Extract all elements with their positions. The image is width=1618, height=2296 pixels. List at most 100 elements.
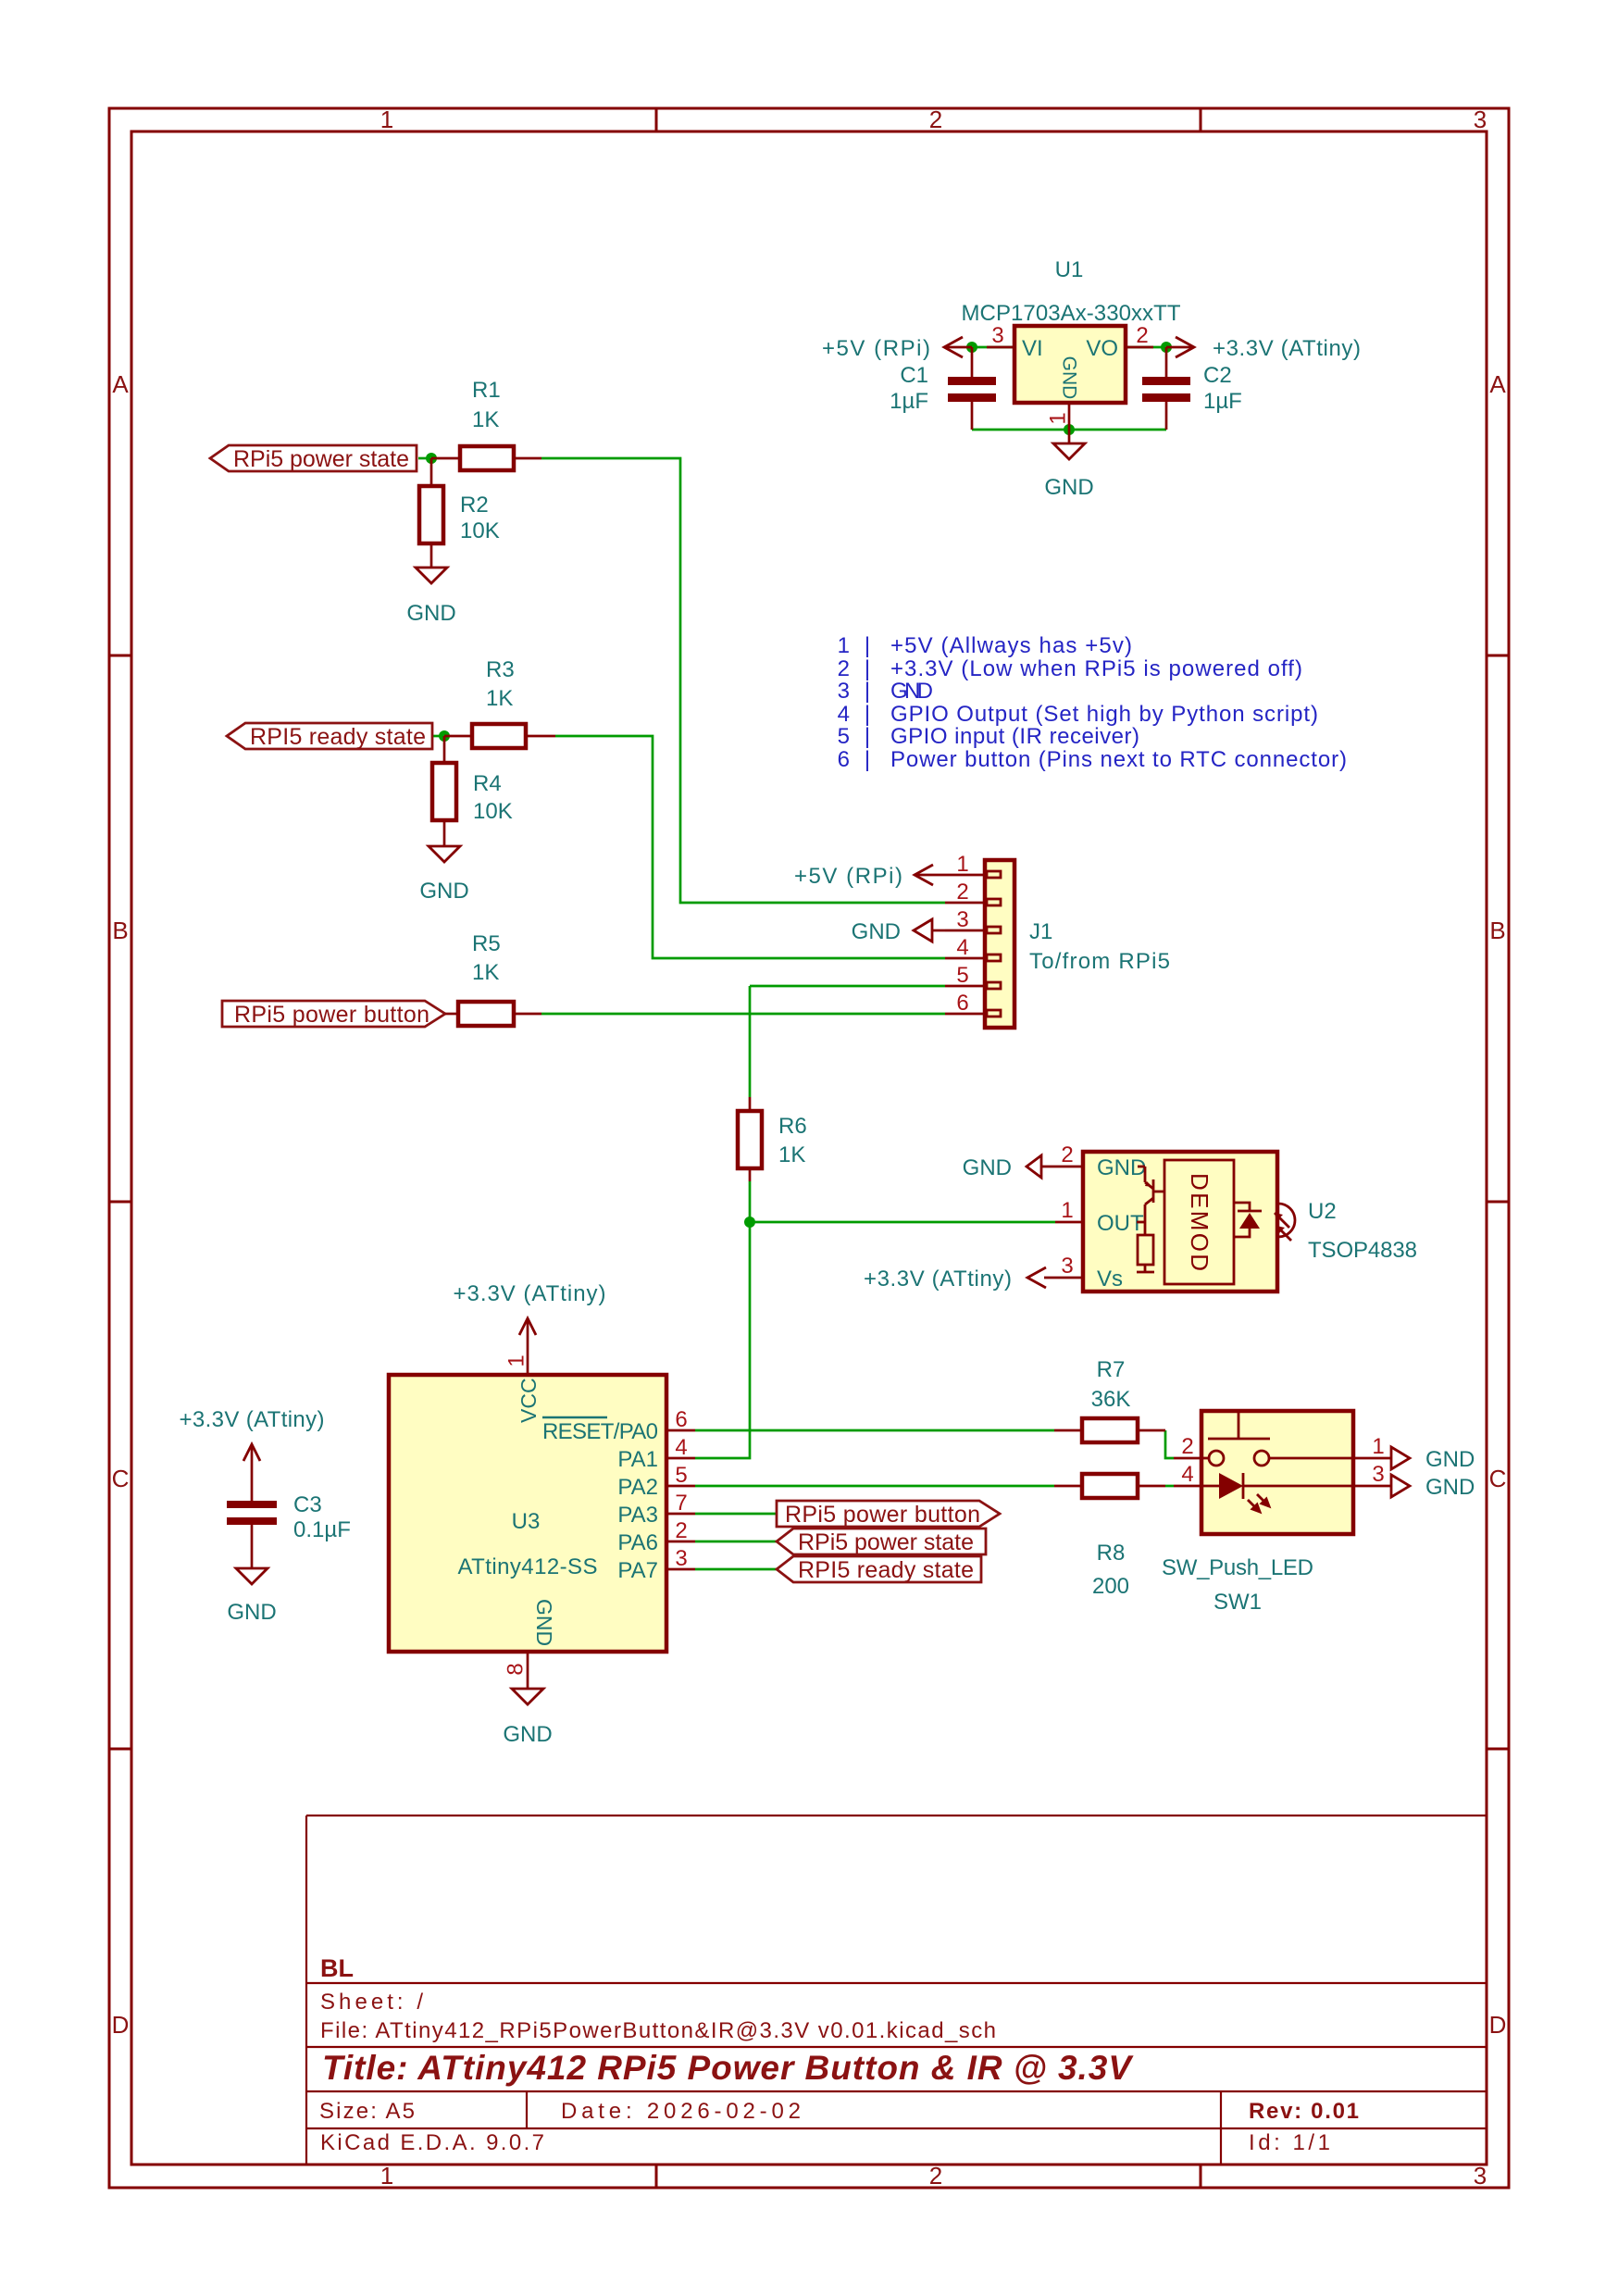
svg-text:|: |	[865, 702, 870, 727]
svg-text:|: |	[865, 724, 870, 749]
svg-text:A: A	[112, 370, 129, 398]
svg-text:3: 3	[1061, 1254, 1073, 1279]
svg-text:2: 2	[1136, 323, 1148, 348]
svg-text:GPIO Output (Set high by Pytho: GPIO Output (Set high by Python script)	[890, 702, 1318, 727]
svg-text:RPi5 power state: RPi5 power state	[233, 446, 409, 472]
svg-text:C: C	[1489, 1465, 1507, 1492]
svg-text:SW1: SW1	[1214, 1590, 1262, 1615]
svg-text:36K: 36K	[1091, 1387, 1131, 1412]
svg-text:1: 1	[1046, 412, 1071, 424]
svg-text:Vs: Vs	[1097, 1267, 1123, 1292]
svg-text:D: D	[112, 2011, 130, 2039]
svg-text:RPI5 ready state: RPI5 ready state	[250, 724, 426, 750]
svg-text:6: 6	[675, 1407, 687, 1432]
svg-text:GND: GND	[1425, 1447, 1475, 1472]
svg-text:8: 8	[504, 1663, 529, 1675]
svg-text:1µF: 1µF	[1203, 389, 1242, 414]
svg-text:2: 2	[956, 880, 968, 905]
svg-text:1K: 1K	[778, 1142, 805, 1167]
svg-text:J1: J1	[1029, 919, 1052, 944]
svg-text:RESET/PA0: RESET/PA0	[542, 1419, 658, 1444]
svg-text:C3: C3	[293, 1492, 322, 1517]
svg-text:3: 3	[1372, 1462, 1384, 1487]
svg-text:3: 3	[1474, 2162, 1487, 2190]
svg-text:RPi5 power state: RPi5 power state	[798, 1529, 974, 1555]
svg-text:1K: 1K	[472, 960, 499, 985]
svg-text:File: ATtiny412_RPi5PowerButto: File: ATtiny412_RPi5PowerButton&IR@3.3V …	[320, 2018, 996, 2043]
svg-text:R2: R2	[460, 493, 489, 518]
svg-text:1: 1	[838, 633, 850, 658]
svg-text:OUT: OUT	[1097, 1211, 1144, 1236]
svg-text:TSOP4838: TSOP4838	[1308, 1238, 1417, 1263]
svg-text:10K: 10K	[473, 799, 513, 824]
svg-text:VCC: VCC	[517, 1378, 541, 1423]
svg-text:Size: A5: Size: A5	[319, 2099, 415, 2124]
svg-text:+5V (RPi): +5V (RPi)	[822, 336, 930, 361]
svg-text:|: |	[865, 633, 870, 658]
svg-text:200: 200	[1092, 1574, 1129, 1599]
svg-text:5: 5	[675, 1463, 687, 1488]
svg-text:+3.3V (ATtiny): +3.3V (ATtiny)	[454, 1281, 606, 1306]
svg-text:1µF: 1µF	[890, 389, 928, 414]
svg-text:RPi5 power button: RPi5 power button	[785, 1502, 980, 1528]
svg-text:2: 2	[929, 2162, 942, 2190]
svg-text:3: 3	[991, 323, 1003, 348]
svg-text:R5: R5	[472, 931, 501, 956]
svg-text:+3.3V (ATtiny): +3.3V (ATtiny)	[1213, 336, 1361, 361]
svg-text:GND: GND	[419, 879, 468, 904]
svg-text:Date: 2026-02-02: Date: 2026-02-02	[561, 2099, 801, 2124]
svg-text:R3: R3	[486, 657, 515, 682]
svg-text:GND: GND	[890, 679, 933, 704]
svg-text:+5V (Allways has +5v): +5V (Allways has +5v)	[890, 633, 1132, 658]
svg-text:10K: 10K	[460, 518, 500, 543]
svg-text:GND: GND	[1097, 1155, 1146, 1180]
svg-text:R6: R6	[778, 1114, 807, 1139]
svg-text:R4: R4	[473, 771, 502, 796]
svg-text:MCP1703Ax-330xxTT: MCP1703Ax-330xxTT	[962, 301, 1181, 326]
svg-text:GND: GND	[406, 601, 455, 626]
svg-text:2: 2	[1181, 1434, 1193, 1459]
svg-text:1: 1	[380, 106, 393, 133]
svg-text:Rev: 0.01: Rev: 0.01	[1249, 2099, 1359, 2124]
svg-text:1K: 1K	[472, 407, 499, 432]
svg-text:GND: GND	[963, 1155, 1012, 1180]
svg-text:DEMOD: DEMOD	[1186, 1173, 1214, 1271]
svg-text:PA7: PA7	[617, 1558, 658, 1583]
svg-text:Title: ATtiny412 RPi5 Power Bu: Title: ATtiny412 RPi5 Power Button & IR …	[322, 2049, 1134, 2087]
svg-text:D: D	[1489, 2011, 1507, 2039]
svg-text:6: 6	[956, 991, 968, 1016]
svg-text:2: 2	[929, 106, 942, 133]
svg-text:4: 4	[1181, 1462, 1193, 1487]
svg-text:GND: GND	[503, 1722, 552, 1747]
svg-text:1: 1	[380, 2162, 393, 2190]
svg-text:C2: C2	[1203, 363, 1232, 388]
svg-text:|: |	[865, 679, 870, 704]
svg-text:R7: R7	[1097, 1357, 1126, 1382]
svg-text:GND: GND	[1425, 1475, 1475, 1500]
svg-text:1K: 1K	[486, 686, 513, 711]
svg-text:A: A	[1489, 370, 1506, 398]
svg-text:4: 4	[675, 1435, 687, 1460]
svg-text:GPIO input (IR receiver): GPIO input (IR receiver)	[890, 724, 1139, 749]
svg-text:PA6: PA6	[617, 1530, 658, 1555]
svg-text:0.1µF: 0.1µF	[293, 1517, 351, 1542]
svg-text:PA1: PA1	[617, 1447, 658, 1472]
svg-text:3: 3	[838, 679, 850, 704]
svg-text:GND: GND	[227, 1600, 276, 1625]
svg-text:C: C	[112, 1465, 130, 1492]
svg-text:+5V (RPi): +5V (RPi)	[794, 864, 902, 889]
svg-text:+3.3V (ATtiny): +3.3V (ATtiny)	[864, 1267, 1012, 1292]
svg-text:R8: R8	[1097, 1541, 1126, 1566]
svg-text:3: 3	[956, 907, 968, 932]
svg-text:4: 4	[956, 935, 968, 960]
svg-text:To/from RPi5: To/from RPi5	[1029, 949, 1170, 974]
svg-text:3: 3	[675, 1546, 687, 1571]
svg-text:1: 1	[1061, 1198, 1073, 1223]
svg-text:U3: U3	[512, 1509, 541, 1534]
svg-text:PA3: PA3	[617, 1503, 658, 1528]
svg-text:BL: BL	[320, 1954, 354, 1982]
svg-text:KiCad E.D.A. 9.0.7: KiCad E.D.A. 9.0.7	[320, 2130, 544, 2155]
svg-text:2: 2	[838, 656, 850, 681]
svg-text:VI: VI	[1022, 336, 1043, 361]
svg-text:RPI5 ready state: RPI5 ready state	[798, 1557, 974, 1583]
